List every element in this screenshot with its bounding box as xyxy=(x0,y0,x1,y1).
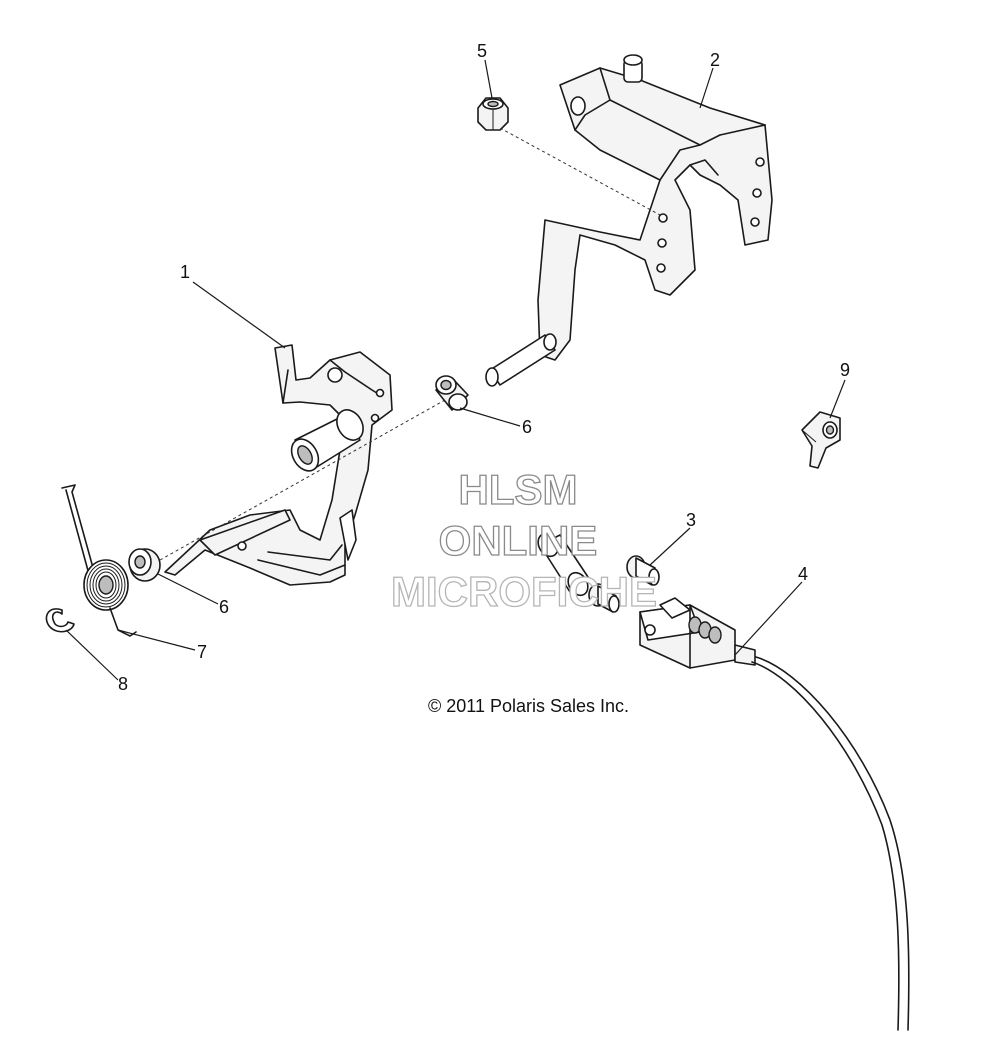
callout-5: 5 xyxy=(477,41,487,61)
screw-3-a xyxy=(626,555,660,586)
e-clip xyxy=(45,608,75,633)
callout-3: 3 xyxy=(686,510,696,530)
callout-6-lower: 6 xyxy=(219,597,229,617)
callout-6-upper: 6 xyxy=(522,417,532,437)
watermark-line-1: HLSM xyxy=(459,466,578,513)
callout-8: 8 xyxy=(118,674,128,694)
mounting-bracket xyxy=(485,54,773,387)
watermark-line-2: ONLINE xyxy=(439,517,598,564)
switch-plunger xyxy=(537,532,591,597)
pedal-arm xyxy=(164,344,393,586)
screw-3-b xyxy=(588,583,620,613)
bushing-lower xyxy=(128,548,161,582)
bushing-upper xyxy=(435,375,469,411)
callout-7: 7 xyxy=(197,642,207,662)
callout-numbers: 1 2 3 4 5 6 6 7 8 9 xyxy=(118,41,850,694)
callout-1: 1 xyxy=(180,262,190,282)
watermark-line-3: MICROFICHE xyxy=(391,568,657,615)
callout-4: 4 xyxy=(798,564,808,584)
leader-lines xyxy=(65,59,846,681)
clip-part xyxy=(801,411,841,469)
cable-switch xyxy=(639,597,910,1031)
copyright-text: © 2011 Polaris Sales Inc. xyxy=(428,696,629,716)
watermark: HLSM ONLINE MICROFICHE xyxy=(390,465,657,615)
callout-2: 2 xyxy=(710,50,720,70)
callout-9: 9 xyxy=(840,360,850,380)
torsion-spring xyxy=(61,484,137,637)
flange-nut xyxy=(477,97,509,131)
